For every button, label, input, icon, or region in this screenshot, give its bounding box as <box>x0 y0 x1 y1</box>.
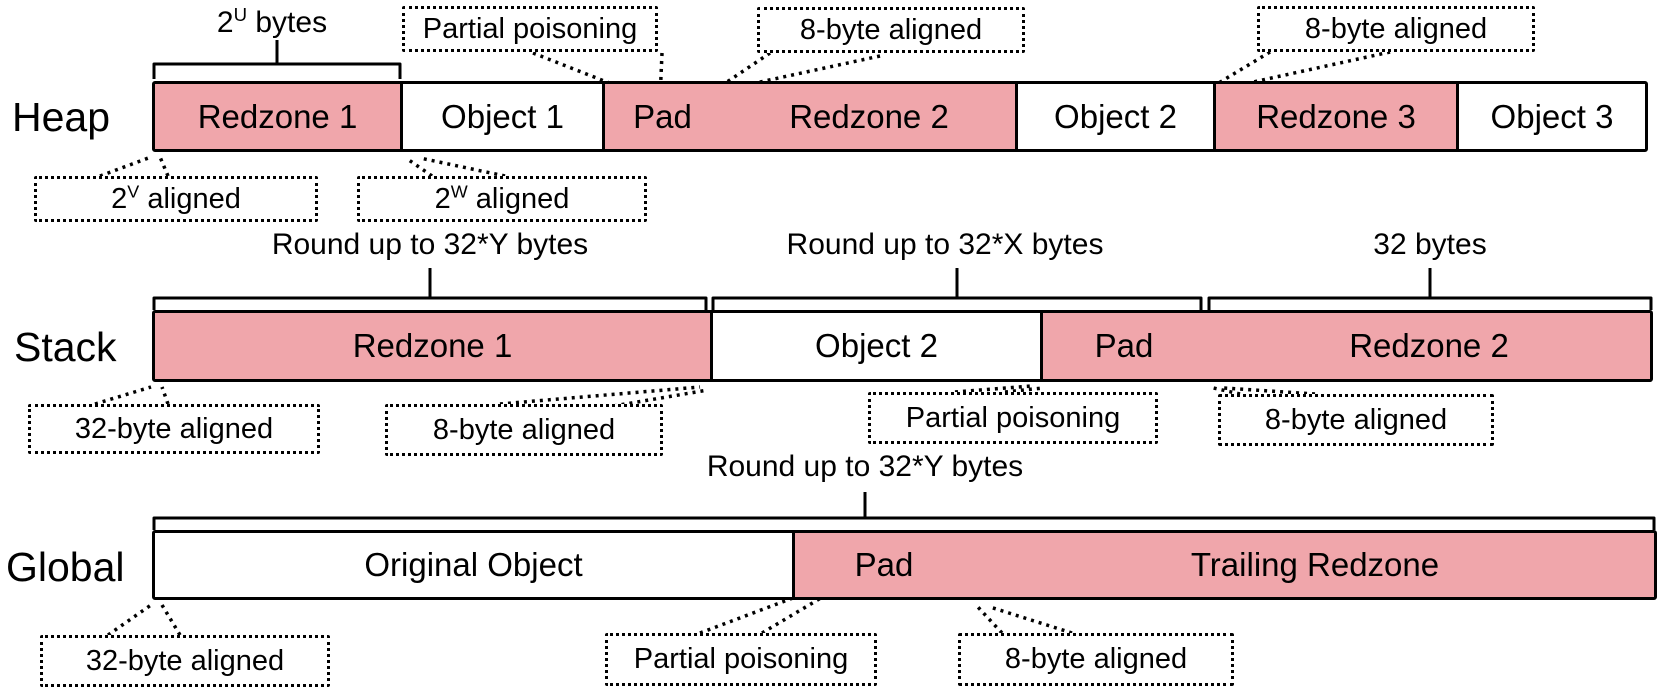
stack-segment-pad-redzone2: Pad Redzone 2 <box>1040 313 1650 379</box>
stack-segment-redzone2-label: Redzone 2 <box>1349 327 1509 364</box>
global-segment-trailing-redzone-label: Trailing Redzone <box>1190 546 1440 583</box>
global-callout-partial-poisoning: Partial poisoning <box>605 633 877 686</box>
global-aligned8-leader <box>974 603 1004 635</box>
stack-callout-8byte-aligned-left: 8-byte aligned <box>385 404 663 456</box>
stack-row-label: Stack <box>14 324 117 370</box>
global-aligned32-leader <box>160 604 182 636</box>
stack-bracket-redzone2-label: 32 bytes <box>1373 228 1487 261</box>
stack-bracket-object2 <box>711 296 1203 310</box>
global-row-label: Global <box>6 544 125 590</box>
global-aligned32-leader <box>106 603 153 637</box>
stack-bracket-redzone2 <box>1207 296 1653 310</box>
stack-segment-redzone1: Redzone 1 <box>155 313 710 379</box>
global-callout-32byte-aligned: 32-byte aligned <box>40 635 330 687</box>
heap-segment-redzone1: Redzone 1 <box>155 84 400 149</box>
heap-callout-8byte-aligned-mid: 8-byte aligned <box>757 7 1025 53</box>
heap-size-bracket <box>152 62 402 79</box>
global-aligned8-leader <box>989 605 1073 635</box>
heap-aligned8-right-leader <box>1216 50 1271 86</box>
heap-segment-object3: Object 3 <box>1456 84 1645 149</box>
heap-aligned8-mid-leader <box>723 51 771 86</box>
heap-segment-redzone2-label: Redzone 2 <box>789 97 949 135</box>
global-segment-original-object: Original Object <box>364 546 583 583</box>
global-segment-pad-trailing-redzone: Pad Trailing Redzone <box>792 533 1654 597</box>
heap-segment-pad-redzone2: Pad Redzone 2 <box>602 84 1015 149</box>
heap-callout-partial-poisoning: Partial poisoning <box>402 6 658 52</box>
heap-segment-object2: Object 2 <box>1015 84 1213 149</box>
stack-callout-32byte-aligned: 32-byte aligned <box>28 404 320 454</box>
global-size-bracket-label: Round up to 32*Y bytes <box>706 450 1024 483</box>
stack-callout-8byte-aligned-right: 8-byte aligned <box>1218 394 1494 446</box>
stack-segment-pad-label: Pad <box>1094 327 1154 364</box>
stack-aligned32-leader <box>94 385 152 406</box>
heap-row-label: Heap <box>12 94 111 140</box>
heap-alignedW-leader <box>419 156 506 178</box>
stack-bracket-redzone1-label: Round up to 32*Y bytes <box>271 228 589 261</box>
stack-aligned32-leader <box>160 386 170 405</box>
stack-aligned8-left-leader <box>499 385 701 406</box>
stack-bracket-redzone1 <box>152 296 708 310</box>
heap-callout-8byte-aligned-right: 8-byte aligned <box>1257 6 1535 52</box>
global-callout-8byte-aligned: 8-byte aligned <box>958 633 1234 686</box>
global-memory-box: Original Object Pad Trailing Redzone <box>152 530 1657 600</box>
heap-alignedV-leader <box>99 155 152 178</box>
stack-segment-object2: Object 2 <box>710 313 1040 379</box>
stack-aligned8-right-leader <box>1208 385 1241 396</box>
stack-bracket-object2-label: Round up to 32*X bytes <box>786 228 1104 261</box>
heap-segment-object1: Object 1 <box>400 84 602 149</box>
heap-alignedW-leader <box>405 156 433 178</box>
heap-memory-box: Redzone 1 Object 1 Pad Redzone 2 Object … <box>152 81 1648 152</box>
stack-callout-partial-poisoning: Partial poisoning <box>868 392 1158 444</box>
global-size-bracket <box>152 516 1656 530</box>
heap-segment-redzone3: Redzone 3 <box>1213 84 1456 149</box>
heap-callout-2w-aligned: 2W aligned <box>357 176 647 222</box>
heap-size-bracket-label: 2U bytes <box>216 4 328 39</box>
heap-alignedV-leader <box>158 156 170 177</box>
heap-callout-2v-aligned: 2V aligned <box>34 176 318 222</box>
stack-memory-box: Redzone 1 Object 2 Pad Redzone 2 <box>152 310 1653 382</box>
heap-segment-pad-label: Pad <box>633 97 692 135</box>
global-segment-pad-label: Pad <box>854 546 914 583</box>
